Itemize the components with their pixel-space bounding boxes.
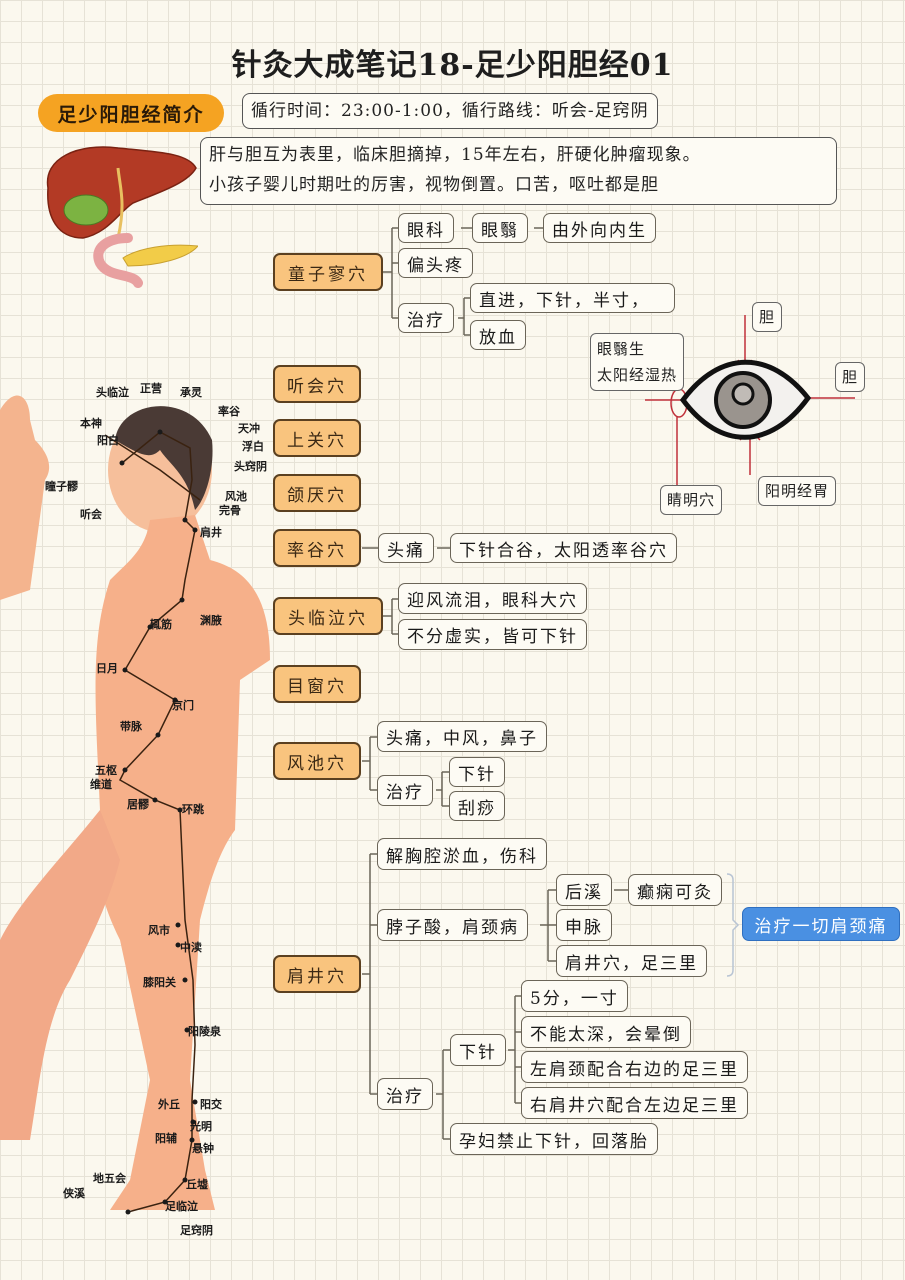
acupoint-label: 浮白 <box>242 440 264 453</box>
eye-label-top: 胆 <box>752 302 783 332</box>
jianjing-combo[interactable]: 肩井穴，足三里 <box>556 945 707 977</box>
liver-gallbladder-illustration <box>46 146 198 288</box>
eye-note-line-2: 太阳经湿热 <box>597 366 678 384</box>
intro-description-box: 肝与胆互为表里，临床胆摘掉，15年左右，肝硬化肿瘤现象。 小孩子婴儿时期吐的厉害… <box>200 137 837 205</box>
acupoint-label: 头窍阴 <box>234 460 267 473</box>
tongziliao-cataract[interactable]: 眼翳 <box>472 213 528 243</box>
eye-diagram <box>645 315 855 485</box>
tongziliao-migraine[interactable]: 偏头疼 <box>398 248 473 278</box>
jianjing-treatment[interactable]: 治疗 <box>377 1078 433 1110</box>
acupoint-label: 天冲 <box>238 422 260 435</box>
fengchi-treatment-1[interactable]: 下针 <box>449 757 505 787</box>
acupoint-label: 足临泣 <box>165 1200 198 1213</box>
point-jianjing[interactable]: 肩井穴 <box>273 955 361 993</box>
jianjing-item-1[interactable]: 解胸腔淤血，伤科 <box>377 838 547 870</box>
tongziliao-treatment-2[interactable]: 放血 <box>470 320 526 350</box>
jianjing-item-2[interactable]: 脖子酸，肩颈病 <box>377 909 528 941</box>
acupoint-label: 阳陵泉 <box>188 1025 221 1038</box>
eye-note-box: 眼翳生 太阳经湿热 <box>590 333 685 391</box>
toulinqi-item-1[interactable]: 迎风流泪，眼科大穴 <box>398 583 587 614</box>
acupoint-label: 足窍阴 <box>180 1224 213 1237</box>
point-tinghui[interactable]: 听会穴 <box>273 365 361 403</box>
eye-label-right: 胆 <box>835 362 866 392</box>
jianjing-needle-2[interactable]: 不能太深，会晕倒 <box>521 1016 691 1048</box>
acupoint-label: 风市 <box>148 924 170 937</box>
acupoint-label: 维道 <box>90 778 112 791</box>
point-toulinqi[interactable]: 头临泣穴 <box>273 597 383 635</box>
description-line-2: 小孩子婴儿时期吐的厉害，视物倒置。口苦，呕吐都是胆 <box>209 175 659 195</box>
acupoint-label: 京门 <box>172 699 194 712</box>
acupoint-label: 瞳子髎 <box>45 480 78 493</box>
jianjing-needle-1[interactable]: 5分，一寸 <box>521 980 628 1012</box>
acupoint-label: 外丘 <box>158 1098 180 1111</box>
acupoint-label: 完骨 <box>219 504 241 517</box>
acupoint-label: 阳交 <box>200 1098 222 1111</box>
jianjing-summary-highlight[interactable]: 治疗一切肩颈痛 <box>742 907 900 941</box>
acupoint-label: 侠溪 <box>63 1187 85 1200</box>
acupoint-label: 阳白 <box>97 434 119 447</box>
point-hanyan[interactable]: 颌厌穴 <box>273 474 361 512</box>
eye-note-line-1: 眼翳生 <box>597 340 646 358</box>
acupoint-label: 肩井 <box>200 526 222 539</box>
jianjing-needle[interactable]: 下针 <box>450 1034 506 1066</box>
acupoint-label: 辄筋 <box>150 618 172 631</box>
acupoint-label: 环跳 <box>182 803 204 816</box>
acupoint-label: 带脉 <box>120 720 142 733</box>
acupoint-label: 本神 <box>80 417 102 430</box>
tongziliao-eye-dept[interactable]: 眼科 <box>398 213 454 243</box>
acupoint-label: 丘墟 <box>186 1178 208 1191</box>
acupoint-label: 日月 <box>96 662 118 675</box>
acupoint-label: 正营 <box>140 382 162 395</box>
acupoint-label: 听会 <box>80 508 102 521</box>
acupoint-label: 居髎 <box>127 798 149 811</box>
acupoint-label: 五枢 <box>95 764 117 777</box>
point-fengchi[interactable]: 风池穴 <box>273 742 361 780</box>
acupoint-label: 中渎 <box>180 941 202 954</box>
acupoint-label: 头临泣 <box>96 386 129 399</box>
acupoint-label: 膝阳关 <box>143 976 176 989</box>
description-line-1: 肝与胆互为表里，临床胆摘掉，15年左右，肝硬化肿瘤现象。 <box>209 145 701 165</box>
jianjing-houxi[interactable]: 后溪 <box>556 874 612 906</box>
tongziliao-treatment-1[interactable]: 直进，下针，半寸， <box>470 283 675 313</box>
eye-label-bottom: 阳明经胃 <box>758 476 837 506</box>
acupoint-label: 风池 <box>225 490 247 503</box>
fengchi-symptoms[interactable]: 头痛，中风，鼻子 <box>377 721 547 752</box>
acupoint-label: 阳辅 <box>155 1132 177 1145</box>
jianjing-needle-4[interactable]: 右肩井穴配合左边足三里 <box>521 1087 748 1119</box>
eye-label-jingming: 睛明穴 <box>660 485 723 515</box>
shuaigu-symptom[interactable]: 头痛 <box>378 533 434 563</box>
toulinqi-item-2[interactable]: 不分虚实，皆可下针 <box>398 619 587 650</box>
jianjing-pregnant-warning[interactable]: 孕妇禁止下针，回落胎 <box>450 1123 658 1155</box>
tongziliao-treatment[interactable]: 治疗 <box>398 303 454 333</box>
point-muchuang[interactable]: 目窗穴 <box>273 665 361 703</box>
acupoint-label: 承灵 <box>180 386 202 399</box>
acupoint-label: 地五会 <box>93 1172 126 1185</box>
acupoint-label: 率谷 <box>218 405 240 418</box>
tongziliao-cataract-desc[interactable]: 由外向内生 <box>543 213 656 243</box>
shuaigu-method[interactable]: 下针合谷，太阳透率谷穴 <box>450 533 677 563</box>
circulation-info-box: 循行时间：23:00-1:00，循行路线：听会-足窍阴 <box>242 93 658 129</box>
jianjing-houxi-note[interactable]: 癫痫可灸 <box>628 874 722 906</box>
meridian-body-figure <box>0 395 270 1215</box>
acupoint-label: 悬钟 <box>192 1142 214 1155</box>
intro-section-label: 足少阳胆经简介 <box>38 94 224 132</box>
jianjing-shenmai[interactable]: 申脉 <box>556 909 612 941</box>
fengchi-treatment[interactable]: 治疗 <box>377 775 433 806</box>
point-tongziliao[interactable]: 童子寥穴 <box>273 253 383 291</box>
fengchi-treatment-2[interactable]: 刮痧 <box>449 791 505 821</box>
point-shuaigu[interactable]: 率谷穴 <box>273 529 361 567</box>
point-shangguan[interactable]: 上关穴 <box>273 419 361 457</box>
acupoint-label: 渊腋 <box>200 614 222 627</box>
page-title: 针灸大成笔记18-足少阳胆经01 <box>231 48 674 83</box>
jianjing-needle-3[interactable]: 左肩颈配合右边的足三里 <box>521 1051 748 1083</box>
acupoint-label: 光明 <box>190 1120 212 1133</box>
